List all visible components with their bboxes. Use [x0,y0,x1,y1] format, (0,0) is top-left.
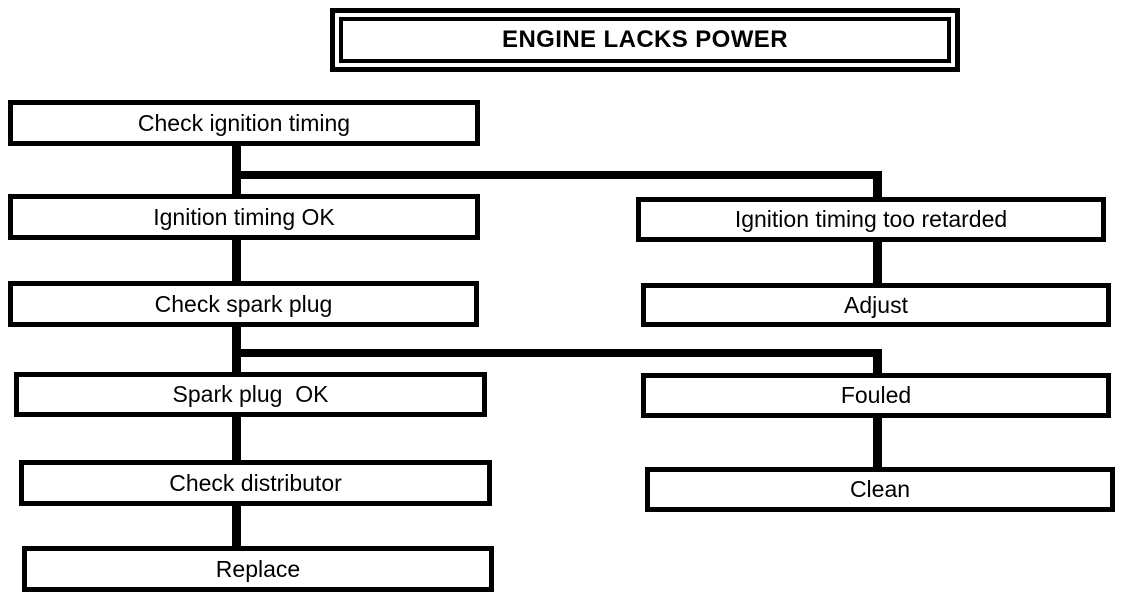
node-label: Fouled [840,382,912,408]
node-label: Spark plug OK [172,381,329,407]
node-replace[interactable]: Replace [22,546,494,592]
title-banner-inner-border: ENGINE LACKS POWER [339,17,951,63]
connector-branch2-right-drop [873,349,882,377]
node-fouled[interactable]: Fouled [641,373,1111,418]
node-spark-plug-ok[interactable]: Spark plug OK [14,372,487,417]
node-adjust[interactable]: Adjust [641,283,1111,327]
node-label: Ignition timing too retarded [734,206,1008,232]
connector-branch1-right-drop [873,171,882,202]
connector-fouled-to-clean [873,416,882,469]
node-label: Ignition timing OK [153,203,335,230]
node-label: Check ignition timing [137,109,351,136]
connector-branch2-horizontal [232,349,882,357]
connector-spark-plug-ok-to-check-distributor [232,414,241,462]
node-label: Replace [215,555,301,582]
node-label: Clean [849,476,911,502]
title-banner: ENGINE LACKS POWER [330,8,960,72]
node-check-distributor[interactable]: Check distributor [19,460,492,506]
node-label: Check spark plug [154,290,333,317]
connector-branch1-horizontal [232,171,882,179]
node-ignition-timing-too-retarded[interactable]: Ignition timing too retarded [636,197,1106,242]
node-clean[interactable]: Clean [645,467,1115,512]
node-ignition-timing-ok[interactable]: Ignition timing OK [8,194,480,240]
node-label: Check distributor [169,469,342,496]
node-label: Adjust [844,291,908,318]
connector-ignition-ok-to-check-spark-plug [232,238,241,283]
connector-check-distributor-to-replace [232,503,241,548]
node-check-spark-plug[interactable]: Check spark plug [8,281,479,327]
page-title: ENGINE LACKS POWER [502,26,788,53]
connector-retarded-to-adjust [873,240,882,285]
node-check-ignition-timing[interactable]: Check ignition timing [8,100,480,146]
